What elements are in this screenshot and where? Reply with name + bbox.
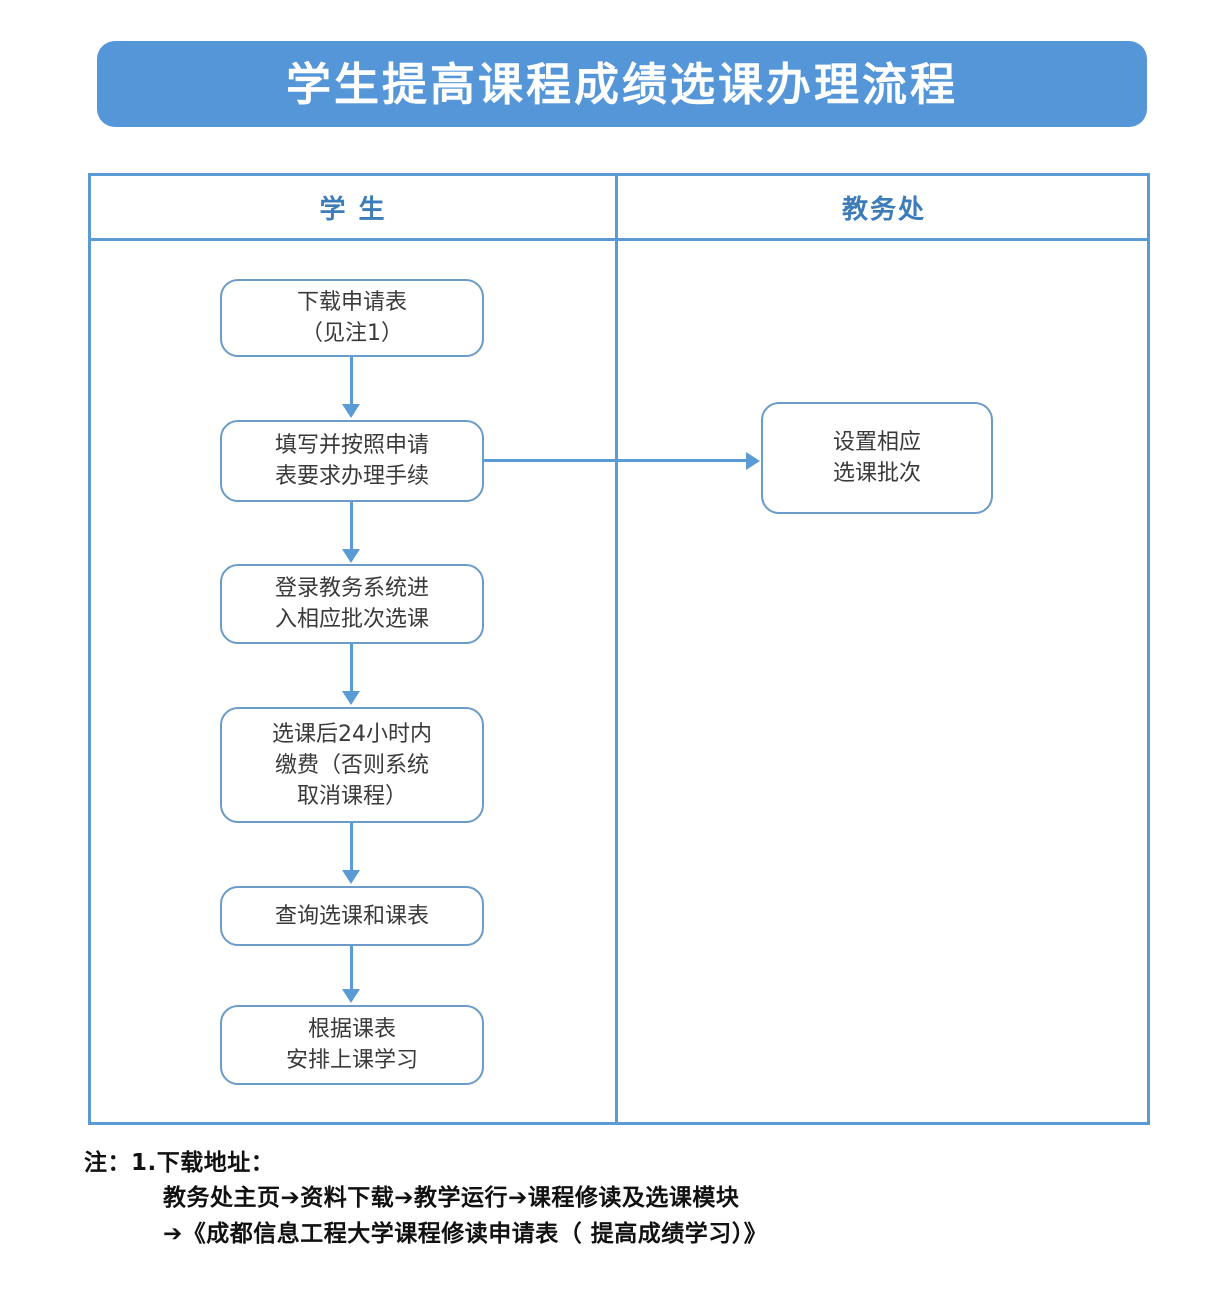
node-line: 安排上课学习 (285, 1048, 418, 1073)
connector-download-to-fill (350, 357, 353, 405)
footer-note: 注：1.下载地址： 教务处主页➔资料下载➔教学运行➔课程修读及选课模块 ➔《成都… (84, 1146, 1144, 1252)
note-line-1: 教务处主页➔资料下载➔教学运行➔课程修读及选课模块 (163, 1185, 740, 1211)
connector-pay-to-query (350, 823, 353, 871)
connector-login-to-pay (350, 644, 353, 692)
node-line: 缴费（否则系统 (274, 752, 429, 778)
connector-query-to-attend-arrow (342, 989, 360, 1003)
page-title: 学生提高课程成绩选课办理流程 (285, 57, 958, 111)
node-line: 选课后24小时内 (272, 721, 432, 747)
node-line: 设置相应 (832, 430, 921, 455)
node-line: 查询选课和课表 (274, 903, 429, 929)
node-line: 入相应批次选课 (274, 607, 429, 632)
connector-fill-to-setbatch-arrow (746, 452, 760, 470)
node-line: 取消课程） (296, 783, 407, 809)
note-line-2: ➔《成都信息工程大学课程修读申请表（ 提高成绩学习）》 (163, 1221, 768, 1247)
node-line: 根据课表 (307, 1017, 396, 1042)
connector-fill-to-login (350, 502, 353, 550)
swimlane-table: 学 生 教务处 (88, 173, 1150, 1125)
page-title-banner: 学生提高课程成绩选课办理流程 (97, 41, 1147, 127)
swimlane-column-divider (615, 176, 618, 1122)
node-line: （见注1） (301, 321, 403, 346)
node-download-form[interactable]: 下载申请表 （见注1） (220, 279, 484, 357)
node-line: 表要求办理手续 (274, 464, 429, 489)
swimlane-header-row (91, 176, 1147, 241)
connector-fill-to-setbatch (484, 459, 747, 462)
node-line: 登录教务系统进 (274, 576, 429, 601)
note-title: 注：1.下载地址： (84, 1150, 275, 1176)
node-line: 下载申请表 (296, 290, 407, 315)
connector-download-to-fill-arrow (342, 404, 360, 418)
connector-query-to-attend (350, 946, 353, 990)
node-set-batch[interactable]: 设置相应 选课批次 (761, 402, 993, 514)
node-line: 选课批次 (832, 461, 921, 486)
connector-fill-to-login-arrow (342, 549, 360, 563)
node-attend-class[interactable]: 根据课表 安排上课学习 (220, 1005, 484, 1085)
connector-pay-to-query-arrow (342, 870, 360, 884)
node-line: 填写并按照申请 (274, 433, 429, 458)
lane-header-academic-affairs: 教务处 (841, 194, 926, 225)
node-fill-and-submit[interactable]: 填写并按照申请 表要求办理手续 (220, 420, 484, 502)
node-query-schedule[interactable]: 查询选课和课表 (220, 886, 484, 946)
connector-login-to-pay-arrow (342, 691, 360, 705)
node-pay-within-24h[interactable]: 选课后24小时内 缴费（否则系统 取消课程） (220, 707, 484, 823)
node-login-and-select[interactable]: 登录教务系统进 入相应批次选课 (220, 564, 484, 644)
lane-header-student: 学 生 (319, 194, 387, 225)
